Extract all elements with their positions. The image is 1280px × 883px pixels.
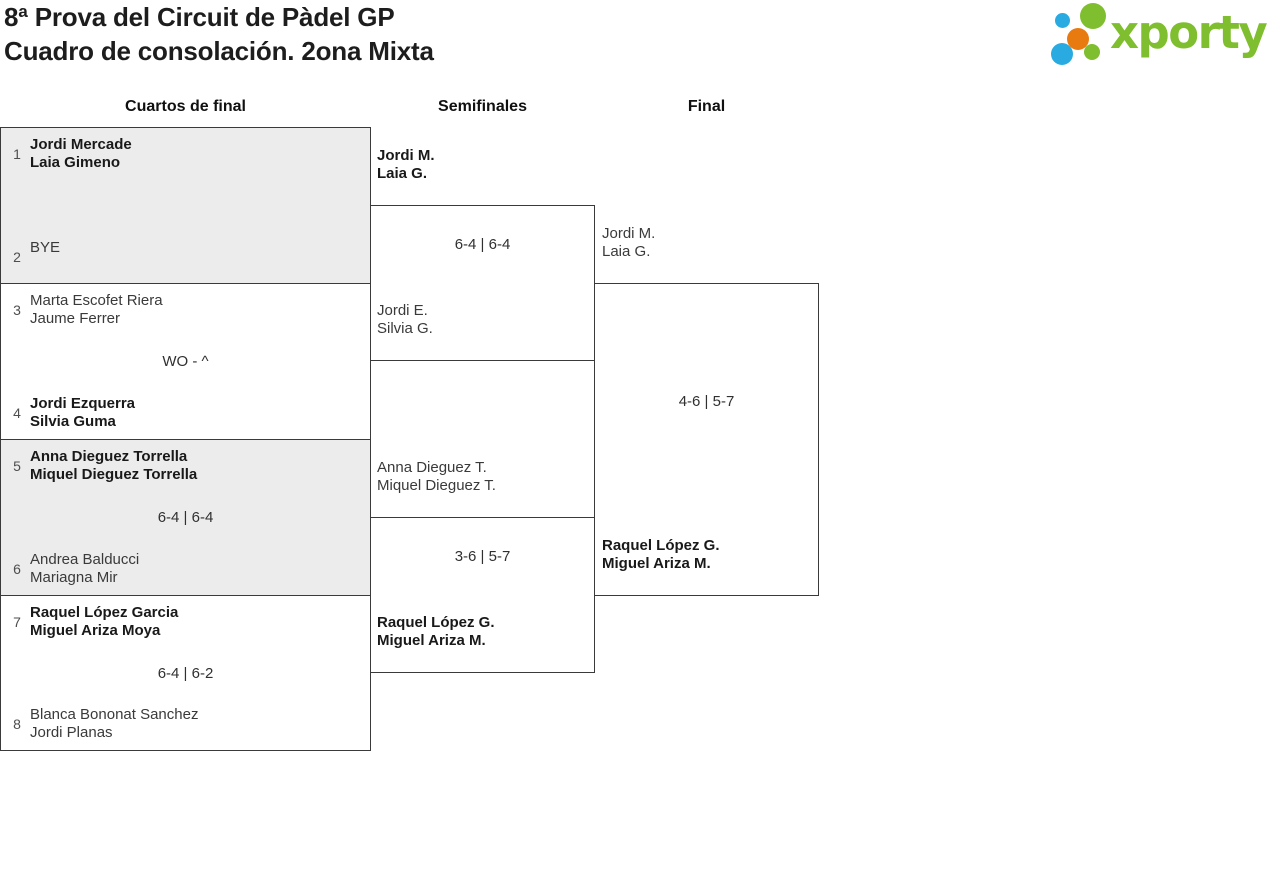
team-slot: 8 Blanca Bononat Sanchez Jordi Planas bbox=[9, 706, 366, 742]
seed-number: 6 bbox=[13, 561, 21, 577]
team-slot: 2 BYE bbox=[9, 239, 366, 275]
team-names: Marta Escofet Riera Jaume Ferrer bbox=[30, 292, 163, 327]
team-slot: 7 Raquel López Garcia Miguel Ariza Moya bbox=[9, 604, 366, 640]
sf1-top-team-label: Jordi M. Laia G. bbox=[377, 147, 435, 182]
seed-number: 3 bbox=[13, 302, 21, 318]
sf1-bottom-team-label: Jordi E. Silvia G. bbox=[377, 302, 433, 337]
seed-number: 1 bbox=[13, 146, 21, 162]
seed-number: 2 bbox=[13, 249, 21, 265]
bracket-subtitle: Cuadro de consolación. 2ona Mixta bbox=[4, 36, 434, 66]
logo-dot-blue-small-icon bbox=[1055, 13, 1070, 28]
team-names: Andrea Balducci Mariagna Mir bbox=[30, 551, 140, 586]
sf2-bottom-team-label: Raquel López G. Miguel Ariza M. bbox=[377, 614, 495, 649]
logo-dot-blue-big-icon bbox=[1051, 43, 1073, 65]
match-score-final: 4-6 | 5-7 bbox=[678, 393, 735, 410]
team-slot: 4 Jordi Ezquerra Silvia Guma bbox=[9, 395, 366, 431]
team-slot: 6 Andrea Balducci Mariagna Mir bbox=[9, 551, 366, 587]
match-qf-2: 3 Marta Escofet Riera Jaume Ferrer 4 Jor… bbox=[0, 283, 371, 440]
match-qf-3: 5 Anna Dieguez Torrella Miquel Dieguez T… bbox=[0, 439, 371, 596]
team-slot: 1 Jordi Mercade Laia Gimeno bbox=[9, 136, 366, 172]
match-final bbox=[594, 283, 819, 596]
match-score-qf3: 6-4 | 6-4 bbox=[157, 509, 214, 526]
round-header-final: Final bbox=[687, 98, 726, 115]
match-qf-1: 1 Jordi Mercade Laia Gimeno 2 BYE bbox=[0, 127, 371, 284]
team-names: Blanca Bononat Sanchez Jordi Planas bbox=[30, 706, 199, 741]
match-score-sf1: 6-4 | 6-4 bbox=[454, 236, 511, 253]
team-names: Anna Dieguez Torrella Miquel Dieguez Tor… bbox=[30, 448, 198, 483]
logo-dot-green-big-icon bbox=[1080, 3, 1106, 29]
seed-number: 5 bbox=[13, 458, 21, 474]
team-slot: 5 Anna Dieguez Torrella Miquel Dieguez T… bbox=[9, 448, 366, 484]
seed-number: 7 bbox=[13, 614, 21, 630]
seed-number: 8 bbox=[13, 716, 21, 732]
match-qf-4: 7 Raquel López Garcia Miguel Ariza Moya … bbox=[0, 595, 371, 751]
team-slot: 3 Marta Escofet Riera Jaume Ferrer bbox=[9, 292, 366, 328]
match-score-sf2: 3-6 | 5-7 bbox=[454, 548, 511, 565]
team-names: Jordi Mercade Laia Gimeno bbox=[30, 136, 132, 171]
sf2-top-team-label: Anna Dieguez T. Miquel Dieguez T. bbox=[377, 459, 496, 494]
logo-text: xporty bbox=[1110, 6, 1268, 59]
final-winner-team-label: Raquel López G. Miguel Ariza M. bbox=[602, 537, 720, 572]
round-header-semifinals: Semifinales bbox=[438, 98, 527, 115]
tournament-title: 8ª Prova del Circuit de Pàdel GP bbox=[4, 2, 395, 32]
tournament-header: 8ª Prova del Circuit de Pàdel GP Cuadro … bbox=[4, 0, 434, 68]
round-header-quarterfinals: Cuartos de final bbox=[125, 98, 246, 115]
team-names: Raquel López Garcia Miguel Ariza Moya bbox=[30, 604, 179, 639]
seed-number: 4 bbox=[13, 405, 21, 421]
logo-dot-green-small-icon bbox=[1084, 44, 1100, 60]
match-score-qf4: 6-4 | 6-2 bbox=[157, 665, 214, 682]
final-top-team-label: Jordi M. Laia G. bbox=[602, 225, 656, 260]
team-names: Jordi Ezquerra Silvia Guma bbox=[30, 395, 136, 430]
xporty-logo[interactable]: xporty bbox=[1048, 0, 1278, 72]
team-names: BYE bbox=[30, 239, 61, 256]
logo-dot-orange-icon bbox=[1067, 28, 1089, 50]
match-score-qf2: WO - ^ bbox=[162, 353, 209, 370]
